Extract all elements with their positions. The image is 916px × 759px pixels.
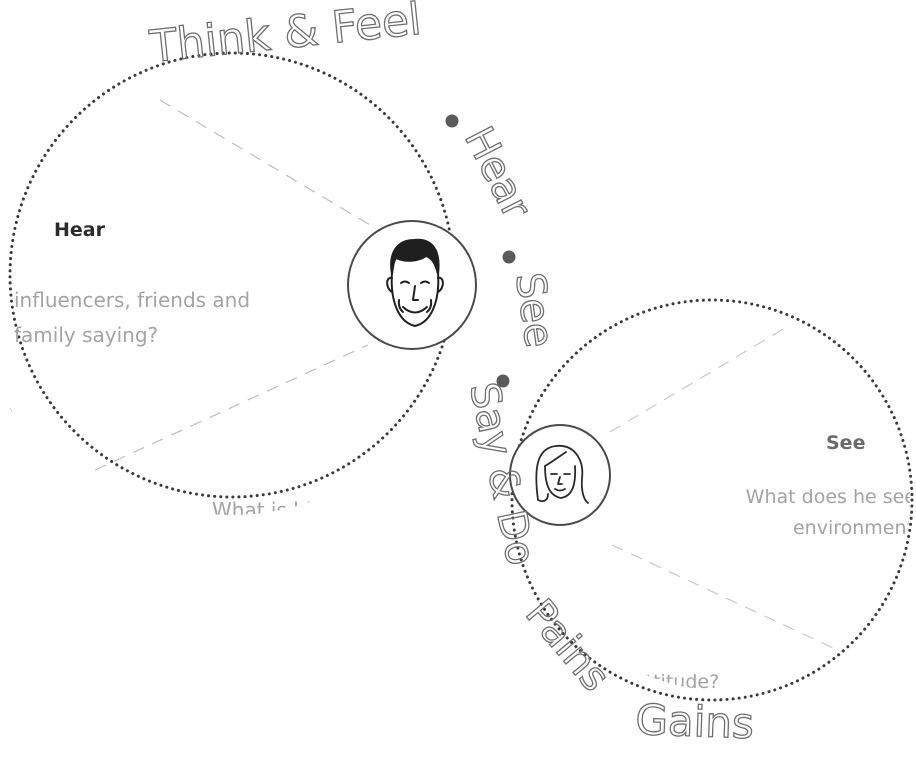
left-dashed-divider-top <box>159 99 371 226</box>
right-dotted-circle <box>510 298 914 702</box>
female-avatar <box>509 424 611 526</box>
arc-label-pains: Pains <box>516 591 618 700</box>
separator-dot-1 <box>445 114 459 128</box>
arc-label-think-feel: Think & Feel <box>147 0 424 73</box>
male-face-icon <box>386 238 444 327</box>
right-dashed-divider-bottom <box>611 544 843 653</box>
female-face-icon <box>535 445 589 504</box>
arc-label-gains: Gains <box>635 695 755 748</box>
male-avatar <box>347 220 477 350</box>
separator-dot-3 <box>496 374 510 388</box>
left-heading: Hear <box>54 219 106 241</box>
right-dashed-divider-top <box>609 324 791 433</box>
separator-dots <box>445 114 516 388</box>
arc-label-see: See <box>506 270 562 350</box>
left-tick-marks <box>9 407 13 413</box>
right-heading: See <box>826 432 865 454</box>
right-body-line1: What does he see <box>746 486 916 508</box>
left-bottom-text: What is hi <box>212 498 311 522</box>
right-bottom-text: attitude? <box>634 671 719 693</box>
arc-label-group: Think & Feel Hear See Say & Do Pains Gai… <box>146 0 755 749</box>
arc-label-hear: Hear <box>455 120 540 227</box>
left-body-line1: influencers, friends and <box>14 288 250 312</box>
separator-dot-2 <box>502 250 516 264</box>
right-circle-group: See What does he see environment attitud… <box>510 298 916 702</box>
left-circle-group: Hear influencers, friends and family say… <box>8 51 456 522</box>
left-dashed-divider-bottom <box>94 344 369 471</box>
left-body-line2: family saying? <box>14 323 158 347</box>
right-body-line2: environment <box>793 517 914 539</box>
